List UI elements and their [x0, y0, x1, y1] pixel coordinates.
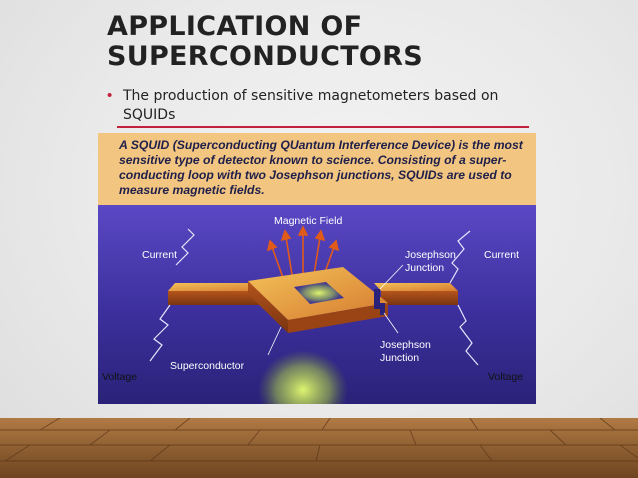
title-line-2: SUPERCONDUCTORS	[107, 41, 424, 72]
title-line-1: APPLICATION OF	[107, 11, 363, 42]
left-lead-side	[168, 291, 273, 305]
label-current-right: Current	[484, 249, 520, 261]
josephson-junction-gap-bottom	[380, 303, 385, 315]
label-superconductor: Superconductor	[170, 360, 245, 372]
label-josephson-junction-top-1: Josephson	[405, 249, 456, 261]
label-current-left: Current	[142, 249, 178, 261]
field-glow-bottom	[258, 350, 348, 404]
figure-caption: A SQUID (Superconducting QUantum Interfe…	[119, 138, 523, 197]
caption-box: A SQUID (Superconducting QUantum Interfe…	[98, 133, 536, 205]
squid-figure: A SQUID (Superconducting QUantum Interfe…	[98, 133, 536, 404]
label-leaders	[267, 264, 404, 356]
current-wire-right-icon	[449, 230, 479, 366]
wooden-floor	[0, 418, 638, 478]
squid-diagram: Magnetic Field Current Current Josephson…	[98, 205, 536, 404]
label-josephson-junction-bottom-1: Josephson	[380, 339, 431, 351]
bullet-dot-icon: •	[107, 87, 113, 104]
squid-illustration	[98, 205, 536, 404]
label-josephson-junction-top-2: Junction	[405, 262, 445, 274]
label-magnetic-field: Magnetic Field	[274, 215, 343, 227]
bullet-text: The production of sensitive magnetometer…	[123, 88, 499, 123]
current-wire-left-icon	[149, 228, 195, 362]
superconducting-loop-front-side	[288, 303, 388, 333]
slide-title: APPLICATION OF SUPERCONDUCTORS	[107, 12, 527, 72]
label-voltage-right: Voltage	[488, 371, 524, 383]
accent-divider	[117, 126, 529, 128]
right-lead-side	[381, 291, 458, 305]
superconducting-loop-left-side	[248, 281, 288, 333]
loop-hole-glow	[294, 282, 344, 304]
label-voltage-left: Voltage	[102, 371, 138, 383]
right-lead-top	[374, 283, 458, 291]
josephson-junction-gap-top	[374, 289, 380, 309]
label-josephson-junction-bottom-2: Junction	[380, 352, 420, 364]
